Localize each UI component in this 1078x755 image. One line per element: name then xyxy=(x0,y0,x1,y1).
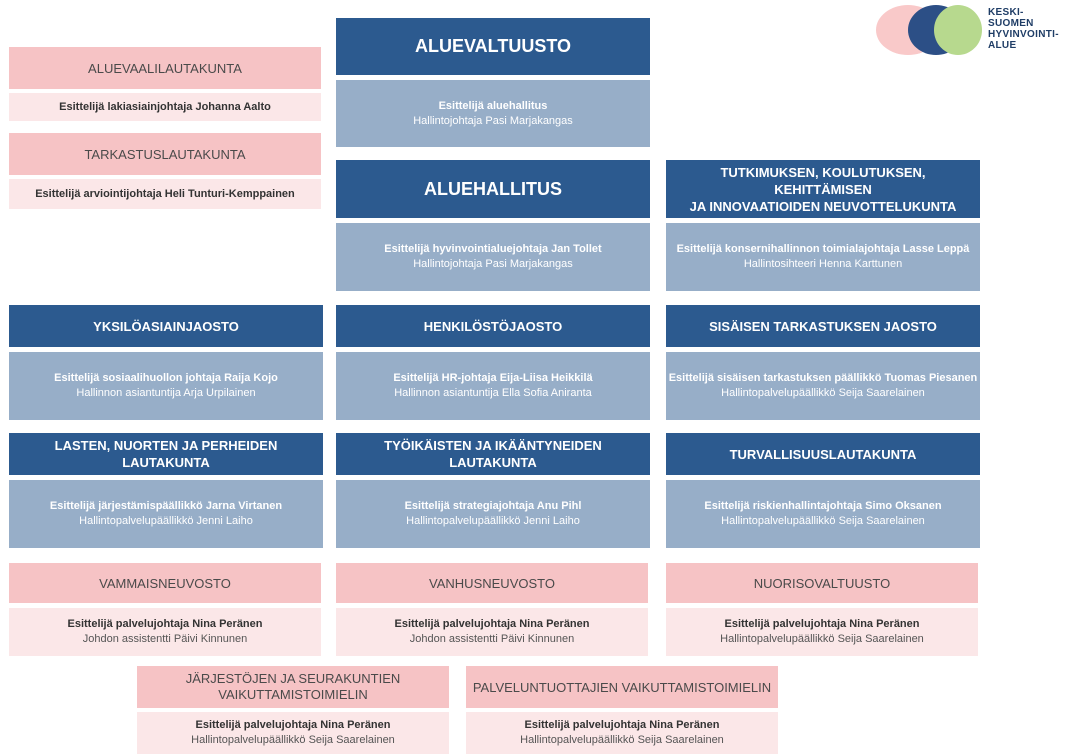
tyoikaisten-lautakunta-body: Esittelijä strategiajohtaja Anu Pihl Hal… xyxy=(336,480,650,548)
yksiloasiainjaosto-presenter: Esittelijä sosiaalihuollon johtaja Raija… xyxy=(54,372,278,384)
logo-text-line: KESKI- xyxy=(988,7,1024,18)
aluehallitus-presenter: Esittelijä hyvinvointialuejohtaja Jan To… xyxy=(384,243,602,255)
vammaisneuvosto-title: VAMMAISNEUVOSTO xyxy=(99,575,231,591)
vanhusneuvosto-body: Esittelijä palvelujohtaja Nina Peränen J… xyxy=(336,608,648,656)
aluehallitus-secretary: Hallintojohtaja Pasi Marjakangas xyxy=(413,258,573,270)
tyoikaisten-lautakunta-header: TYÖIKÄISTEN JA IKÄÄNTYNEIDEN LAUTAKUNTA xyxy=(336,433,650,475)
aluevaltuusto-title: ALUEVALTUUSTO xyxy=(415,36,571,56)
henkilostojaosto-presenter: Esittelijä HR-johtaja Eija-Liisa Heikkil… xyxy=(393,372,593,384)
turvallisuuslautakunta-header: TURVALLISUUSLAUTAKUNTA xyxy=(666,433,980,475)
logo-text-line: ALUE xyxy=(988,40,1017,51)
turvallisuuslautakunta-secretary: Hallintopalvelupäällikkö Seija Saarelain… xyxy=(721,515,925,527)
aluevaltuusto-presenter: Esittelijä aluehallitus xyxy=(438,99,548,112)
logo-text-line: HYVINVOINTI- xyxy=(988,29,1059,40)
palveluntuottajien-secretary: Hallintopalvelupäällikkö Seija Saarelain… xyxy=(520,734,724,746)
aluehallitus-header: ALUEHALLITUS xyxy=(336,160,650,218)
palveluntuottajien-header: PALVELUNTUOTTAJIEN VAIKUTTAMISTOIMIELIN xyxy=(466,666,778,708)
aluehallitus-title: ALUEHALLITUS xyxy=(424,178,562,199)
logo-green-shape xyxy=(934,5,982,55)
palveluntuottajien-title: PALVELUNTUOTTAJIEN VAIKUTTAMISTOIMIELIN xyxy=(472,679,772,695)
tkki-title-line1: TUTKIMUKSEN, KOULUTUKSEN, KEHITTÄMISEN xyxy=(720,164,926,197)
palveluntuottajien-presenter: Esittelijä palvelujohtaja Nina Peränen xyxy=(524,719,720,731)
aluevaltuusto-body: Esittelijä aluehallitus Hallintojohtaja … xyxy=(336,80,650,147)
yksiloasiainjaosto-title: YKSILÖASIAINJAOSTO xyxy=(93,318,239,334)
aluevaltuusto-secretary: Hallintojohtaja Pasi Marjakangas xyxy=(413,114,573,127)
vammaisneuvosto-secretary: Johdon assistentti Päivi Kinnunen xyxy=(82,633,248,645)
aluevaalilautakunta-header: ALUEVAALILAUTAKUNTA xyxy=(9,47,321,89)
vanhusneuvosto-title: VANHUSNEUVOSTO xyxy=(429,575,555,591)
tyoikaisten-lautakunta-title: TYÖIKÄISTEN JA IKÄÄNTYNEIDEN LAUTAKUNTA xyxy=(384,438,602,470)
nuorisovaltuusto-body: Esittelijä palvelujohtaja Nina Peränen H… xyxy=(666,608,978,656)
nuorisovaltuusto-secretary: Hallintopalvelupäällikkö Seija Saarelain… xyxy=(720,633,924,645)
nuorisovaltuusto-header: NUORISOVALTUUSTO xyxy=(666,563,978,603)
aluevaltuusto-header: ALUEVALTUUSTO xyxy=(336,18,650,75)
sisainen-tarkastus-header: SISÄISEN TARKASTUKSEN JAOSTO xyxy=(666,305,980,347)
sisainen-tarkastus-body: Esittelijä sisäisen tarkastuksen päällik… xyxy=(666,352,980,420)
tkki-body: Esittelijä konsernihallinnon toimialajoh… xyxy=(666,223,980,291)
yksiloasiainjaosto-body: Esittelijä sosiaalihuollon johtaja Raija… xyxy=(9,352,323,420)
henkilostojaosto-secretary: Hallinnon asiantuntija Ella Sofia Aniran… xyxy=(394,387,592,399)
henkilostojaosto-body: Esittelijä HR-johtaja Eija-Liisa Heikkil… xyxy=(336,352,650,420)
tarkastuslautakunta-presenter: Esittelijä arviointijohtaja Heli Tunturi… xyxy=(35,187,295,200)
lasten-lautakunta-header: LASTEN, NUORTEN JA PERHEIDEN LAUTAKUNTA xyxy=(9,433,323,475)
jarjestojen-presenter: Esittelijä palvelujohtaja Nina Peränen xyxy=(195,719,391,731)
turvallisuuslautakunta-presenter: Esittelijä riskienhallintajohtaja Simo O… xyxy=(704,500,942,512)
logo: KESKI- SUOMEN HYVINVOINTI- ALUE xyxy=(876,2,1076,60)
aluevaalilautakunta-presenter: Esittelijä lakiasiainjohtaja Johanna Aal… xyxy=(59,100,271,113)
yksiloasiainjaosto-header: YKSILÖASIAINJAOSTO xyxy=(9,305,323,347)
vammaisneuvosto-presenter: Esittelijä palvelujohtaja Nina Peränen xyxy=(67,618,263,630)
tarkastuslautakunta-header: TARKASTUSLAUTAKUNTA xyxy=(9,133,321,175)
aluehallitus-body: Esittelijä hyvinvointialuejohtaja Jan To… xyxy=(336,223,650,291)
jarjestojen-header: JÄRJESTÖJEN JA SEURAKUNTIEN VAIKUTTAMIST… xyxy=(137,666,449,708)
lasten-lautakunta-presenter: Esittelijä järjestämispäällikkö Jarna Vi… xyxy=(49,500,283,512)
nuorisovaltuusto-title: NUORISOVALTUUSTO xyxy=(753,575,891,591)
jarjestojen-secretary: Hallintopalvelupäällikkö Seija Saarelain… xyxy=(191,734,395,746)
jarjestojen-title-line2: VAIKUTTAMISTOIMIELIN xyxy=(218,687,368,702)
palveluntuottajien-body: Esittelijä palvelujohtaja Nina Peränen H… xyxy=(466,712,778,754)
lasten-lautakunta-secretary: Hallintopalvelupäällikkö Jenni Laiho xyxy=(79,515,253,527)
vammaisneuvosto-header: VAMMAISNEUVOSTO xyxy=(9,563,321,603)
jarjestojen-title-line1: JÄRJESTÖJEN JA SEURAKUNTIEN xyxy=(185,671,401,686)
logo-circles-icon xyxy=(876,5,982,55)
logo-text-line: SUOMEN xyxy=(988,18,1034,29)
vanhusneuvosto-header: VANHUSNEUVOSTO xyxy=(336,563,648,603)
sisainen-tarkastus-title: SISÄISEN TARKASTUKSEN JAOSTO xyxy=(709,318,937,334)
sisainen-tarkastus-presenter: Esittelijä sisäisen tarkastuksen päällik… xyxy=(668,372,978,384)
henkilostojaosto-title: HENKILÖSTÖJAOSTO xyxy=(423,318,563,334)
tyoikaisten-lautakunta-secretary: Hallintopalvelupäällikkö Jenni Laiho xyxy=(406,515,580,527)
sisainen-tarkastus-secretary: Hallintopalvelupäällikkö Seija Saarelain… xyxy=(721,387,925,399)
tkki-presenter: Esittelijä konsernihallinnon toimialajoh… xyxy=(676,243,970,255)
henkilostojaosto-header: HENKILÖSTÖJAOSTO xyxy=(336,305,650,347)
yksiloasiainjaosto-secretary: Hallinnon asiantuntija Arja Urpilainen xyxy=(76,387,256,399)
tkki-secretary: Hallintosihteeri Henna Karttunen xyxy=(743,258,903,270)
logo-text: KESKI- SUOMEN HYVINVOINTI- ALUE xyxy=(988,7,1059,51)
vanhusneuvosto-secretary: Johdon assistentti Päivi Kinnunen xyxy=(409,633,575,645)
lasten-lautakunta-title: LASTEN, NUORTEN JA PERHEIDEN LAUTAKUNTA xyxy=(54,438,278,470)
tarkastuslautakunta-body: Esittelijä arviointijohtaja Heli Tunturi… xyxy=(9,179,321,209)
tarkastuslautakunta-title: TARKASTUSLAUTAKUNTA xyxy=(84,146,246,162)
turvallisuuslautakunta-title: TURVALLISUUSLAUTAKUNTA xyxy=(729,446,917,462)
tkki-title-line2: JA INNOVAATIOIDEN NEUVOTTELUKUNTA xyxy=(689,198,957,214)
vammaisneuvosto-body: Esittelijä palvelujohtaja Nina Peränen J… xyxy=(9,608,321,656)
turvallisuuslautakunta-body: Esittelijä riskienhallintajohtaja Simo O… xyxy=(666,480,980,548)
aluevaalilautakunta-body: Esittelijä lakiasiainjohtaja Johanna Aal… xyxy=(9,93,321,121)
lasten-lautakunta-body: Esittelijä järjestämispäällikkö Jarna Vi… xyxy=(9,480,323,548)
aluevaalilautakunta-title: ALUEVAALILAUTAKUNTA xyxy=(88,60,242,76)
nuorisovaltuusto-presenter: Esittelijä palvelujohtaja Nina Peränen xyxy=(724,618,920,630)
tkki-header: TUTKIMUKSEN, KOULUTUKSEN, KEHITTÄMISEN J… xyxy=(666,160,980,218)
vanhusneuvosto-presenter: Esittelijä palvelujohtaja Nina Peränen xyxy=(394,618,590,630)
jarjestojen-body: Esittelijä palvelujohtaja Nina Peränen H… xyxy=(137,712,449,754)
tyoikaisten-lautakunta-presenter: Esittelijä strategiajohtaja Anu Pihl xyxy=(404,500,582,512)
